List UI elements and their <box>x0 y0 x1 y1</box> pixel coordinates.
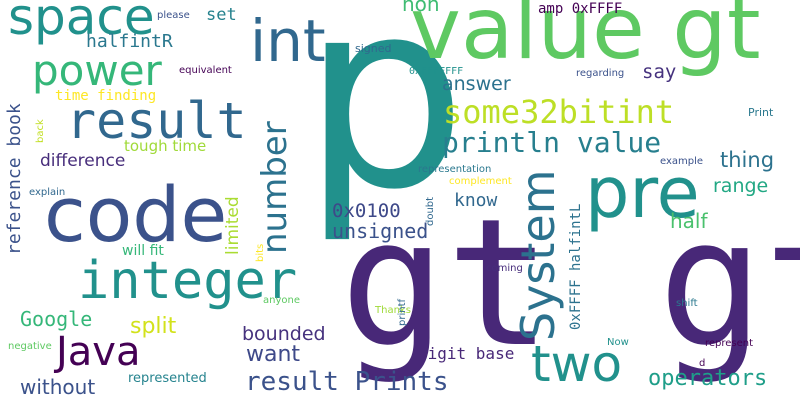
word-set: set <box>206 5 237 25</box>
word-0xffff-halfintl: 0xFFFF halfintL <box>568 203 584 330</box>
word-bits: bits <box>255 243 266 262</box>
word-know: know <box>454 190 498 211</box>
word-int: int <box>250 7 326 75</box>
word-integer: integer <box>78 251 298 311</box>
word-0xfffffff: 0xFFFFFFF <box>409 66 464 77</box>
word-java: Java <box>56 329 141 375</box>
word-gt-gt: gt gt <box>340 181 800 386</box>
word-power: power <box>32 46 162 95</box>
word-say: say <box>642 61 677 83</box>
word-explain: explain <box>29 187 66 198</box>
word-now: Now <box>607 337 629 348</box>
word-reference-book: reference book <box>4 103 25 255</box>
word-complement: complement <box>449 176 512 187</box>
word-represented: represented <box>128 371 207 386</box>
word-thing: thing <box>720 148 775 172</box>
word-limited: limited <box>223 196 243 255</box>
word-result-prints: result Prints <box>245 367 449 397</box>
word-two: two <box>531 335 623 393</box>
word-result: result <box>66 92 247 150</box>
word-back: back <box>35 119 46 143</box>
word-signed: signed <box>355 42 392 55</box>
word-represent: represent <box>705 338 754 349</box>
word-without: without <box>20 375 96 399</box>
word-range: range <box>713 175 769 197</box>
word-some32bitint: some32bitint <box>443 93 675 131</box>
word-number: number <box>255 121 295 254</box>
word-digit-base: digit base <box>418 344 515 363</box>
word-d: d <box>699 358 706 369</box>
word-half: half <box>670 209 708 233</box>
word-negative: negative <box>8 341 52 352</box>
word-pre: pre <box>585 152 700 234</box>
word-time-finding: time finding <box>55 88 157 104</box>
word-regarding: regarding <box>576 68 625 79</box>
word-system: System <box>511 169 565 341</box>
word-google: Google <box>20 307 93 331</box>
word-difference: difference <box>40 151 126 171</box>
word-unsigned: unsigned <box>332 219 429 243</box>
word-doubt: doubt <box>425 196 436 226</box>
word-space: space <box>8 0 155 46</box>
word-will-fit: will fit <box>122 243 164 259</box>
word-representation: representation <box>418 164 492 175</box>
word-printf: printf <box>397 298 408 326</box>
word-coming: coming <box>486 263 523 274</box>
word-please: please <box>157 10 190 21</box>
word-answer: answer <box>442 73 511 95</box>
word-tough-time: tough time <box>124 137 207 155</box>
word-0x0100: 0x0100 <box>332 200 401 222</box>
word-code: code <box>44 170 228 259</box>
word-want: want <box>246 342 301 367</box>
word-bounded: bounded <box>242 323 326 345</box>
word-split: split <box>130 314 177 339</box>
word-thanks: Thanks <box>375 305 411 316</box>
word-println-value: println value <box>442 126 662 159</box>
word-shift: shift <box>676 298 698 309</box>
word-operators: operators <box>648 366 768 391</box>
word-p: p <box>302 0 468 247</box>
word-non: non <box>402 0 440 16</box>
word-amp-0xffff: amp 0xFFFF <box>538 1 623 17</box>
word-print: Print <box>748 106 774 119</box>
word-value-gt: value gt <box>410 0 761 79</box>
word-equivalent: equivalent <box>179 65 232 76</box>
word-anyone: anyone <box>263 295 300 306</box>
word-halfintr: halfintR <box>86 31 173 52</box>
word-example: example <box>660 156 704 167</box>
